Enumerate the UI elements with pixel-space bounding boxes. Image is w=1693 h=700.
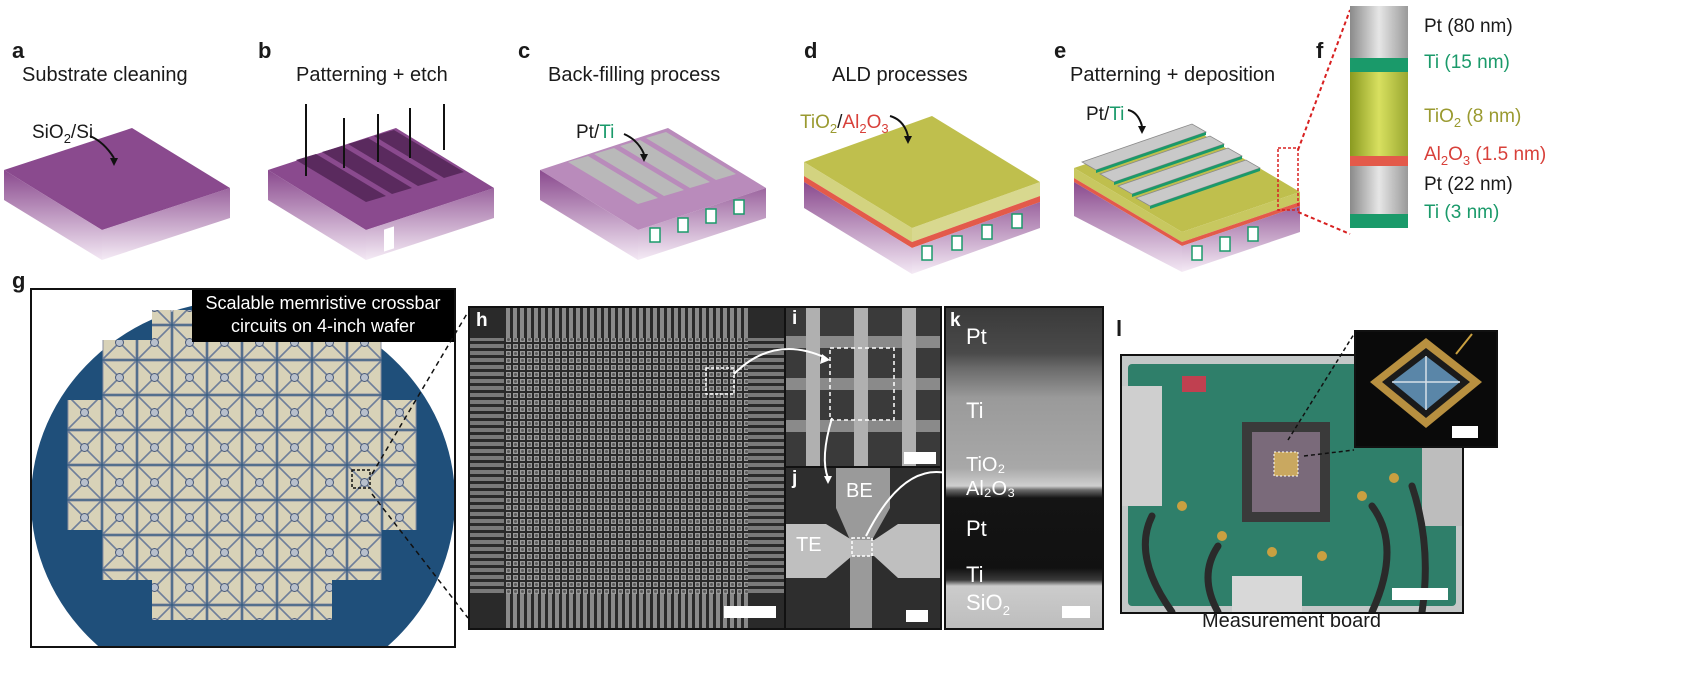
- backfilled-block: [540, 128, 766, 260]
- panel-label-f: f: [1316, 38, 1324, 63]
- top-electrode-block: [1074, 109, 1300, 272]
- tem-cross-section: k Pt Ti TiO₂ Al₂O₃ Pt Ti SiO2: [944, 306, 1104, 630]
- zoom-lines: [1297, 9, 1351, 235]
- tem-pt-top: Pt: [966, 324, 987, 349]
- junction-array-svg: [786, 308, 940, 466]
- material-label-d: TiO2/Al2O3: [800, 112, 889, 136]
- panel-label-k: k: [950, 310, 961, 331]
- step-title-a: Substrate cleaning: [22, 64, 188, 86]
- panel-label-h: h: [476, 310, 488, 331]
- tem-ti-bottom: Ti: [966, 562, 984, 587]
- label-te: TE: [796, 534, 822, 556]
- panel-label-d: d: [804, 38, 818, 63]
- sem-single-junction: j BE TE: [784, 466, 942, 630]
- layer-pt-22: Pt (22 nm): [1424, 174, 1513, 195]
- panel-label-c: c: [518, 38, 531, 63]
- layer-stack: [1350, 6, 1408, 228]
- tem-sio2: SiO2: [966, 590, 1010, 618]
- sem-junction-array: i: [784, 306, 942, 468]
- chip-inset-svg: [1370, 333, 1482, 428]
- scale-bar-h: [724, 606, 776, 618]
- panel-label-i: i: [792, 308, 798, 329]
- wafer-caption-box: Scalable memristive crossbar circuits on…: [192, 290, 454, 342]
- layer-ti-15: Ti (15 nm): [1424, 52, 1510, 73]
- material-label-a: SiO2/Si: [32, 122, 94, 146]
- material-label-c: Pt/Ti: [576, 122, 615, 143]
- scale-bar-k: [1062, 606, 1090, 618]
- panel-label-l: l: [1116, 316, 1123, 341]
- panel-label-e: e: [1054, 38, 1067, 63]
- zoom-lines-l: [1287, 333, 1355, 457]
- tem-tio2: TiO₂: [966, 454, 1006, 476]
- single-junction-svg: [786, 468, 940, 628]
- panel-label-g: g: [12, 268, 26, 293]
- scale-bar-j: [906, 610, 928, 622]
- step-title-b: Patterning + etch: [296, 64, 448, 86]
- scale-bar-i: [904, 452, 936, 464]
- chip-inset-photo: [1354, 330, 1498, 448]
- layer-pt-80: Pt (80 nm): [1424, 16, 1513, 37]
- panel-label-b: b: [258, 38, 272, 63]
- patterned-block: [268, 104, 494, 260]
- wafer-svg: [32, 300, 454, 646]
- wafer-caption-line1: Scalable memristive crossbar: [205, 293, 441, 313]
- label-be: BE: [846, 480, 873, 502]
- zoom-lines-g-h: [371, 311, 469, 619]
- ald-block: [804, 115, 1040, 274]
- material-label-e: Pt/Ti: [1086, 104, 1125, 125]
- sem-crossbar: h: [468, 306, 786, 630]
- scale-bar-inset: [1452, 426, 1478, 438]
- crossbar-grid: [470, 308, 784, 628]
- step-title-d: ALD processes: [832, 64, 968, 86]
- panel-label-j: j: [792, 468, 798, 489]
- tem-al2o3: Al₂O₃: [966, 478, 1016, 500]
- layer-ti-3: Ti (3 nm): [1424, 202, 1500, 223]
- wafer-caption-line2: circuits on 4-inch wafer: [230, 316, 416, 336]
- wafer-photo: Scalable memristive crossbar circuits on…: [30, 288, 456, 648]
- substrate-block: [4, 128, 230, 260]
- step-title-e: Patterning + deposition: [1070, 64, 1276, 86]
- tem-pt-bottom: Pt: [966, 516, 987, 541]
- measurement-board-caption: Measurement board: [1202, 610, 1381, 632]
- scale-bar-l: [1392, 588, 1448, 600]
- panel-label-a: a: [12, 38, 25, 63]
- tem-ti-top: Ti: [966, 398, 984, 423]
- step-title-c: Back-filling process: [548, 64, 721, 86]
- layer-al2o3-1-5: Al2O3 (1.5 nm): [1424, 144, 1547, 168]
- layer-tio2-8: TiO2 (8 nm): [1424, 106, 1522, 130]
